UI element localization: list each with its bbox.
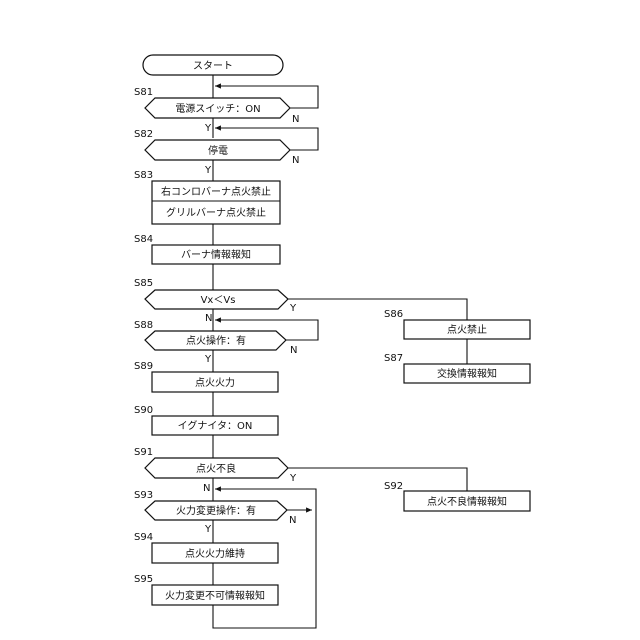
s95-id: S95 (134, 574, 153, 585)
process-s90: イグナイタ：ON S90 (134, 405, 278, 435)
process-s89: 点火火力 S89 (134, 361, 278, 392)
s87-id: S87 (384, 353, 403, 364)
s90-id: S90 (134, 405, 153, 416)
s86-id: S86 (384, 309, 403, 320)
s90-label: イグナイタ：ON (178, 419, 253, 432)
s89-label: 点火火力 (195, 376, 235, 389)
s93-yes-label: Y (204, 524, 212, 535)
decision-s91: 点火不良 S91 (134, 447, 288, 478)
s84-id: S84 (134, 234, 153, 245)
s82-no-label: N (292, 155, 299, 166)
s93-label: 火力変更操作：有 (176, 504, 256, 517)
process-s86: 点火禁止 S86 (384, 309, 530, 339)
start-label: スタート (193, 60, 233, 72)
s81-no-label: N (292, 114, 299, 125)
s92-label: 点火不良情報報知 (427, 495, 507, 508)
process-s92: 点火不良情報報知 S92 (384, 481, 530, 511)
s92-id: S92 (384, 481, 403, 492)
process-s87: 交換情報報知 S87 (384, 353, 530, 383)
branch-s91-yes (288, 468, 467, 491)
s91-no-label: N (203, 483, 210, 494)
s94-label: 点火火力維持 (185, 547, 245, 560)
s81-yes-label: Y (204, 123, 212, 134)
s88-id: S88 (134, 320, 153, 331)
s89-id: S89 (134, 361, 153, 372)
s87-label: 交換情報報知 (437, 367, 497, 380)
start-node: スタート (143, 55, 283, 75)
s94-id: S94 (134, 532, 153, 543)
s91-label: 点火不良 (196, 462, 236, 475)
s83-label-a: 右コンロバーナ点火禁止 (161, 185, 271, 198)
s82-id: S82 (134, 129, 153, 140)
s86-label: 点火禁止 (447, 324, 487, 336)
s88-yes-label: Y (204, 354, 212, 365)
s83-label-b: グリルバーナ点火禁止 (166, 206, 266, 219)
decision-s81: 電源スイッチ：ON S81 (134, 87, 290, 118)
s83-id: S83 (134, 170, 153, 181)
s85-no-label: N (205, 313, 212, 324)
process-s83: 右コンロバーナ点火禁止 グリルバーナ点火禁止 S83 (134, 170, 280, 224)
s95-label: 火力変更不可情報報知 (165, 589, 265, 602)
s81-id: S81 (134, 87, 153, 98)
decision-s85: Vx＜Vs S85 (134, 278, 288, 309)
s85-yes-label: Y (289, 303, 297, 314)
s82-label: 停電 (208, 144, 228, 157)
s91-yes-label: Y (289, 473, 297, 484)
process-s94: 点火火力維持 S94 (134, 532, 278, 563)
s93-no-label: N (289, 515, 296, 526)
s85-id: S85 (134, 278, 153, 289)
process-s84: バーナ情報報知 S84 (134, 234, 280, 264)
s82-yes-label: Y (204, 165, 212, 176)
decision-s82: 停電 S82 (134, 129, 290, 160)
branch-s85-yes (288, 299, 467, 320)
process-s95: 火力変更不可情報報知 S95 (134, 574, 278, 605)
decision-s88: 点火操作：有 S88 (134, 320, 286, 350)
s88-no-label: N (290, 345, 297, 356)
s84-label: バーナ情報報知 (181, 248, 251, 261)
s85-label: Vx＜Vs (201, 295, 236, 306)
s91-id: S91 (134, 447, 153, 458)
s93-id: S93 (134, 490, 153, 501)
decision-s93: 火力変更操作：有 S93 (134, 490, 287, 520)
s88-label: 点火操作：有 (186, 334, 246, 347)
s81-label: 電源スイッチ：ON (175, 102, 260, 115)
